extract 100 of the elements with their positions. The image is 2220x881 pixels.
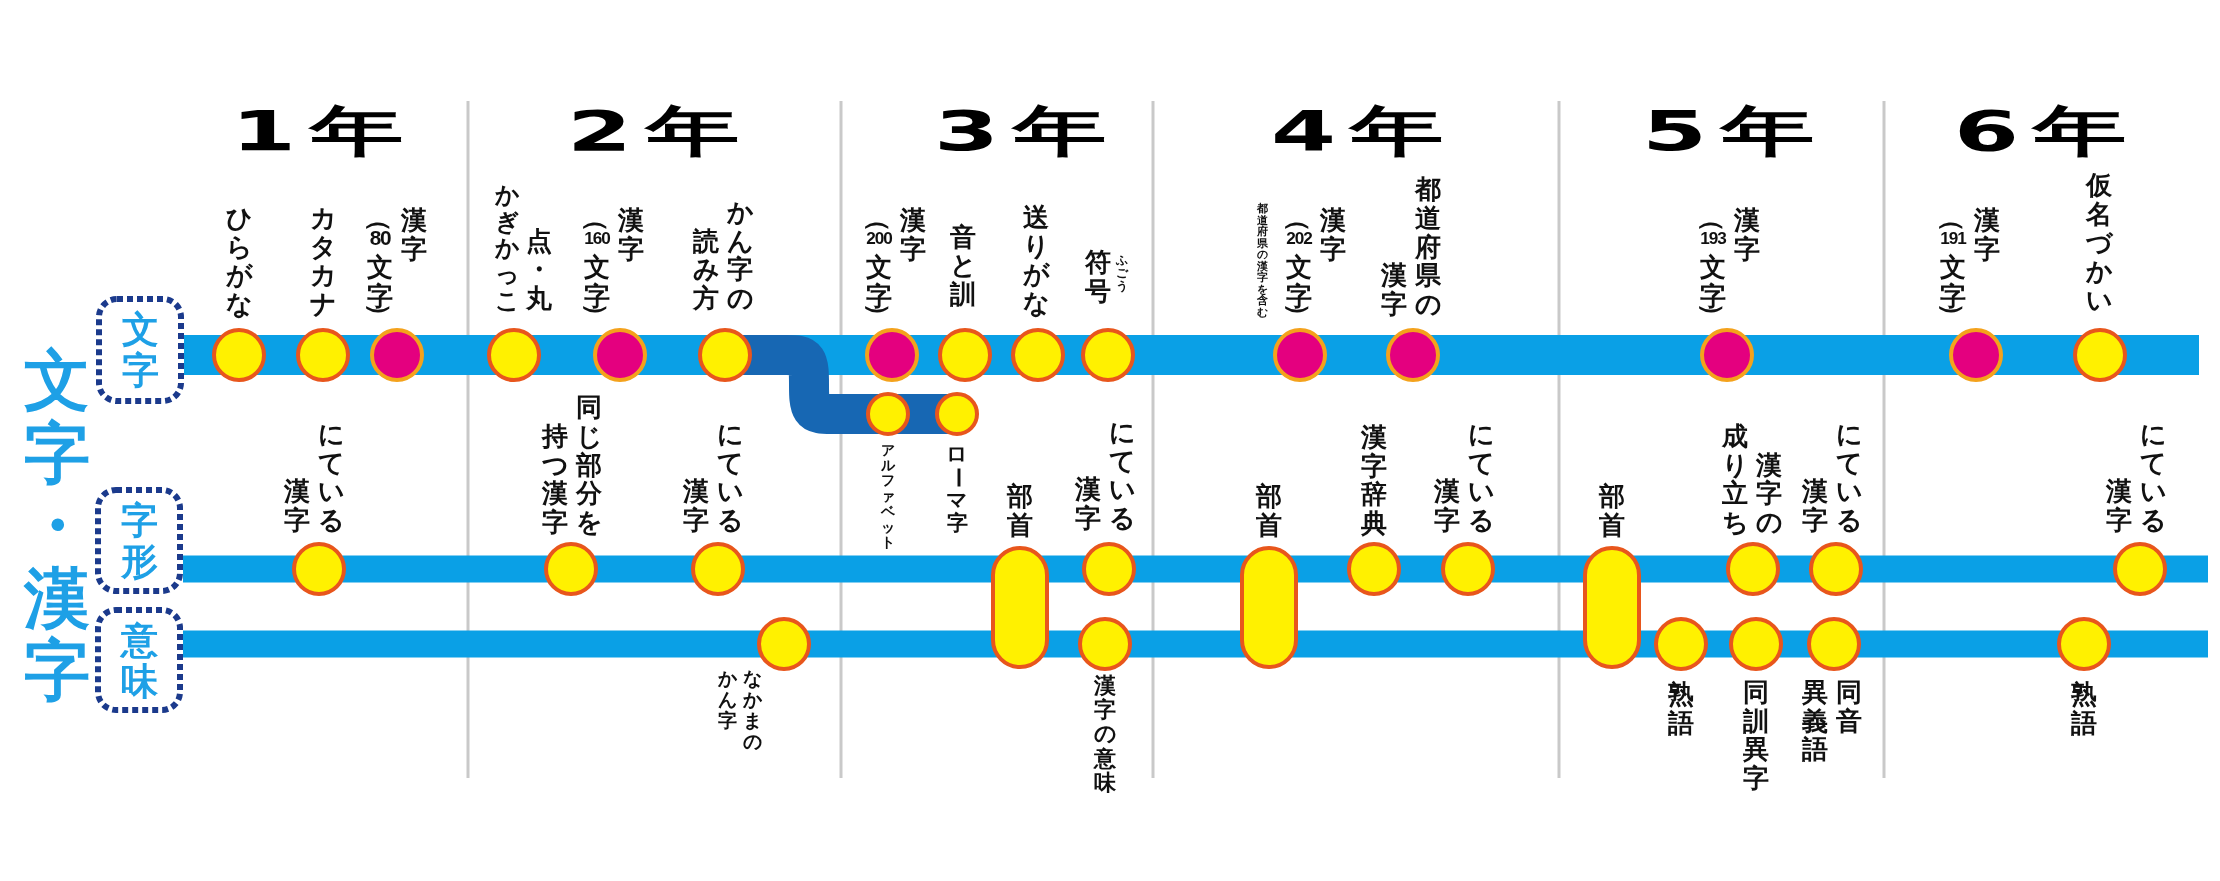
route-line <box>1327 335 1386 375</box>
station-name: にている漢字 <box>1434 419 1494 534</box>
station-name: にている漢字 <box>1075 417 1135 532</box>
station-name: 符号 <box>1085 247 1111 305</box>
station-name: にている漢字 <box>683 419 743 534</box>
station-circle <box>698 328 752 382</box>
station-circle <box>757 617 811 671</box>
station-name: 漢字の成り立ち <box>1722 421 1782 536</box>
station-circle <box>544 542 598 596</box>
station-note: （80文字） <box>367 212 393 322</box>
station-name: かぎかっこ <box>495 182 519 314</box>
station-circle <box>1011 328 1065 382</box>
station-note: （200文字） <box>866 212 892 322</box>
route-line <box>1132 630 1240 658</box>
station-circle <box>866 392 910 436</box>
station-name: 熟語 <box>1668 680 1694 738</box>
station-note: （160文字） <box>584 212 610 322</box>
route-line <box>1136 555 1240 583</box>
station-circle <box>487 328 541 382</box>
furigana: ふごう <box>1116 253 1128 293</box>
route-line <box>1065 335 1081 375</box>
station-name: にている漢字 <box>2106 419 2166 534</box>
station-circle <box>865 328 919 382</box>
grade-heading: 4年 <box>1269 104 1457 159</box>
station-circle <box>2057 617 2111 671</box>
route-line <box>1049 630 1078 658</box>
route-line <box>350 335 370 375</box>
station-capsule <box>1583 546 1641 669</box>
station-name: なかまのかん字 <box>718 668 762 752</box>
station-name: 漢字 <box>618 205 644 263</box>
station-name: かん字の読み方 <box>693 197 753 312</box>
station-note: （193文字） <box>1700 212 1726 322</box>
station-circle <box>1386 328 1440 382</box>
route-line <box>1298 630 1583 658</box>
route-line <box>1641 555 1726 583</box>
station-note: 都道府県の漢字を含む <box>1256 202 1268 318</box>
station-name: 都道府県の漢字 <box>1381 175 1441 318</box>
grade-heading: 6年 <box>1952 104 2140 159</box>
line-name-frame: 文字 <box>96 296 184 404</box>
station-name: 同音異義語 <box>1802 678 1862 764</box>
station-circle <box>593 328 647 382</box>
station-capsule <box>991 546 1049 669</box>
station-name: 音と訓 <box>950 222 976 308</box>
route-line <box>1495 555 1583 583</box>
station-name: 漢字 <box>1974 205 2000 263</box>
route-line <box>424 335 487 375</box>
station-circle <box>691 542 745 596</box>
station-circle <box>1949 328 2003 382</box>
grade-heading: 3年 <box>932 104 1120 159</box>
route-line <box>1401 555 1441 583</box>
station-name: 漢字辞典 <box>1361 422 1387 537</box>
grade-heading: 2年 <box>565 104 753 159</box>
station-circle <box>1082 542 1136 596</box>
station-name: カタカナ <box>310 203 336 318</box>
route-line <box>745 555 991 583</box>
route-line <box>2003 335 2073 375</box>
grade-heading: 1年 <box>229 104 417 159</box>
station-name: にている漢字 <box>1802 419 1862 534</box>
station-circle <box>292 542 346 596</box>
station-circle <box>370 328 424 382</box>
station-circle <box>2073 328 2127 382</box>
station-note: （191文字） <box>1940 212 1966 322</box>
station-name: 仮名づかい <box>2086 171 2112 314</box>
station-name: 同訓異字 <box>1743 678 1769 793</box>
station-circle <box>1078 617 1132 671</box>
station-circle <box>1729 617 1783 671</box>
route-line <box>541 335 593 375</box>
station-name: 漢字 <box>1734 205 1760 263</box>
station-circle <box>1726 542 1780 596</box>
route-line <box>2127 335 2199 375</box>
station-circle <box>2113 542 2167 596</box>
station-circle <box>1654 617 1708 671</box>
station-circle <box>1441 542 1495 596</box>
route-line <box>1780 555 1809 583</box>
station-circle <box>1700 328 1754 382</box>
station-circle <box>935 392 979 436</box>
route-line <box>1298 555 1347 583</box>
route-line <box>1641 630 1654 658</box>
route-line <box>919 335 938 375</box>
grade-heading: 5年 <box>1640 104 1828 159</box>
station-circle <box>296 328 350 382</box>
route-line <box>1863 555 2113 583</box>
station-name: 熟語 <box>2071 680 2097 738</box>
station-name: ローマ字 <box>946 443 968 536</box>
station-name: 漢字 <box>401 205 427 263</box>
station-name: 同じ部分を持つ漢字 <box>542 393 602 536</box>
station-circle <box>1081 328 1135 382</box>
route-line <box>598 555 691 583</box>
station-circle <box>938 328 992 382</box>
route-line <box>1861 630 2057 658</box>
route-line <box>184 335 212 375</box>
station-circle <box>1273 328 1327 382</box>
station-circle <box>212 328 266 382</box>
station-name: 部首 <box>1007 481 1033 539</box>
station-name: 部首 <box>1599 481 1625 539</box>
station-name: アルファベット <box>881 442 895 550</box>
station-name: 漢字の意味 <box>1094 674 1116 795</box>
route-line <box>992 335 1011 375</box>
station-name: ひらがな <box>226 203 252 318</box>
line-name-frame: 字形 <box>95 487 183 594</box>
